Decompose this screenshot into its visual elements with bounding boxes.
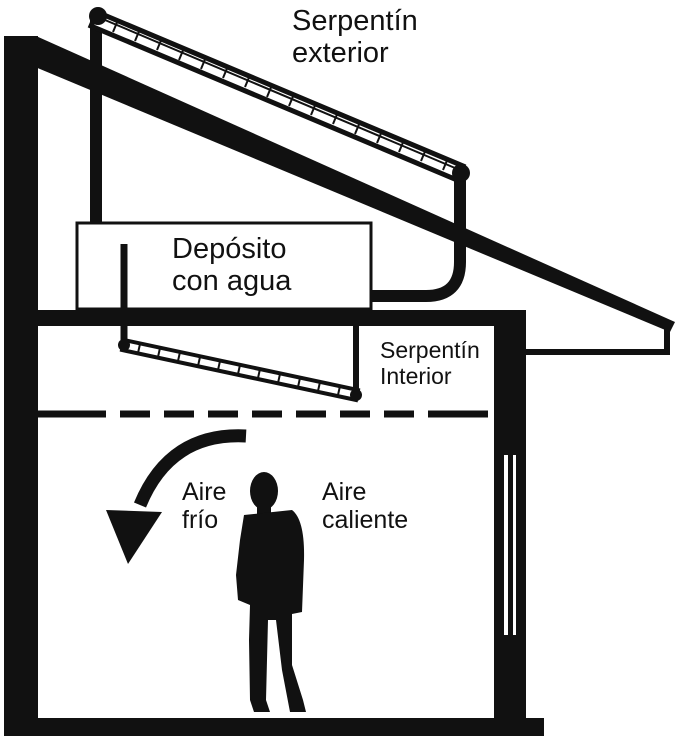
ceiling-slab xyxy=(36,310,526,326)
window-frame-right xyxy=(516,455,521,635)
interior-coil-panel xyxy=(118,337,362,403)
window-frame-mid xyxy=(508,455,513,635)
window-frame-left xyxy=(499,455,504,635)
label-cold-air: Aire frío xyxy=(182,478,227,534)
floor xyxy=(4,718,544,736)
person-silhouette-icon xyxy=(236,472,306,712)
label-interior-coil: Serpentín Interior xyxy=(380,337,480,389)
roof-eave xyxy=(525,326,670,355)
exterior-coil-return xyxy=(371,172,466,302)
left-wall xyxy=(4,36,38,736)
label-hot-air: Aire caliente xyxy=(322,478,409,534)
label-exterior-coil: Serpentín exterior xyxy=(292,5,418,70)
roof xyxy=(4,36,675,332)
exterior-coil-panel xyxy=(87,7,470,184)
label-water-tank: Depósito con agua xyxy=(172,233,292,298)
cold-air-arrow-icon xyxy=(106,429,247,564)
